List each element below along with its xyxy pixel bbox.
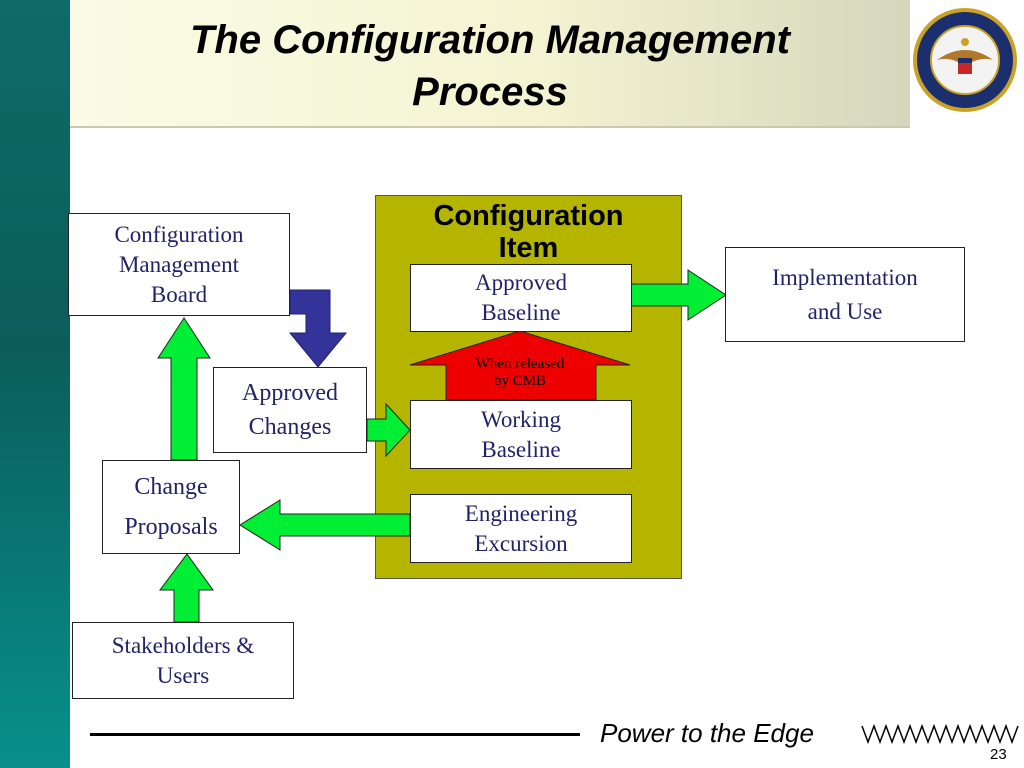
implementation-line-2: and Use [807, 298, 883, 324]
approved-changes-box: Approved Changes [213, 367, 367, 453]
cmb-line-2: Management [118, 251, 240, 277]
stakeholders-line-2: Users [156, 662, 210, 688]
stakeholders-line-1: Stakeholders & [111, 632, 255, 658]
ci-label-line-2: Item [498, 232, 559, 264]
change-proposals-line-1: Change [134, 474, 208, 500]
implementation-line-1: Implementation [772, 264, 918, 290]
working-baseline-box: Working Baseline [410, 400, 632, 469]
dod-seal-icon [913, 8, 1017, 112]
slide-title: The Configuration Management Process [70, 14, 910, 118]
page-number: 23 [990, 746, 1007, 763]
engineering-excursion-line-2: Excursion [474, 530, 568, 556]
changes-to-working-baseline-arrow [366, 402, 411, 458]
cmb-line-1: Configuration [114, 221, 244, 247]
approved-baseline-line-1: Approved [475, 270, 567, 295]
title-band [70, 0, 910, 128]
stakeholders-to-proposals-arrow [159, 553, 214, 623]
signal-wave-icon [861, 723, 1019, 745]
approved-changes-line-1: Approved [242, 380, 338, 406]
engineering-excursion-line-1: Engineering [464, 500, 578, 526]
working-baseline-line-2: Baseline [481, 436, 561, 462]
approved-baseline-box: Approved Baseline [410, 264, 632, 332]
working-baseline-line-1: Working [481, 406, 561, 432]
cmb-line-3: Board [150, 281, 208, 307]
configuration-item-label: Configuration Item [375, 200, 682, 264]
released-by-cmb-arrow [409, 330, 631, 401]
sidebar-band [0, 0, 70, 768]
cmb-box: Configuration Management Board [68, 213, 290, 316]
implementation-box: Implementation and Use [725, 247, 965, 342]
proposals-to-cmb-arrow [157, 317, 211, 461]
title-line-2: Process [412, 70, 568, 114]
excursion-to-proposals-arrow [239, 499, 411, 551]
engineering-excursion-box: Engineering Excursion [410, 494, 632, 563]
ci-label-line-1: Configuration [433, 200, 624, 232]
released-note-line-1: When released [475, 356, 565, 372]
change-proposals-box: Change Proposals [102, 460, 240, 554]
approved-baseline-line-2: Baseline [481, 300, 561, 325]
stakeholders-box: Stakeholders & Users [72, 622, 294, 699]
released-note-line-2: by CMB [493, 373, 547, 389]
baseline-to-implementation-arrow [629, 269, 727, 321]
footer-rule [90, 733, 580, 736]
cmb-to-approved-changes-arrow [288, 289, 348, 368]
footer-tagline: Power to the Edge [600, 718, 814, 748]
title-line-1: The Configuration Management [190, 18, 790, 62]
change-proposals-line-2: Proposals [124, 514, 218, 540]
approved-changes-line-2: Changes [248, 414, 332, 440]
released-note: When released by CMB [445, 356, 595, 390]
